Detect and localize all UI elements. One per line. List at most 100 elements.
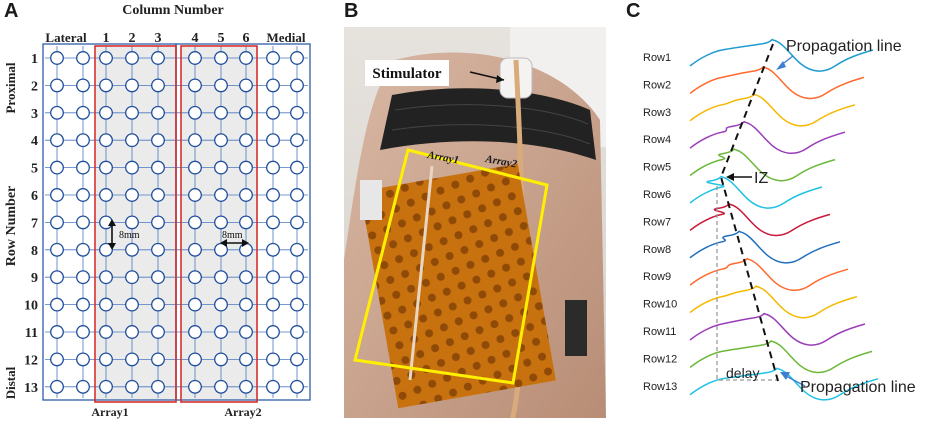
row-number-label-item: 6 [31, 189, 38, 204]
electrode [290, 242, 304, 257]
electrode [99, 242, 113, 257]
emg-trace [689, 257, 849, 291]
electrode [151, 242, 165, 257]
electrode [99, 105, 113, 120]
row-trace-labels: Row1Row2Row3Row4Row5Row6Row7Row8Row9Row1… [643, 52, 677, 393]
trace-row-label: Row1 [643, 52, 671, 64]
electrode [50, 78, 64, 93]
electrode [125, 325, 139, 339]
array2-box [180, 45, 258, 403]
column-number-label: 6 [243, 31, 250, 46]
electrode [239, 297, 253, 312]
emg-traces [689, 38, 879, 401]
electrode [290, 105, 304, 120]
emg-trace [689, 285, 858, 319]
electrode [266, 105, 280, 120]
trace-row-label: Row3 [643, 107, 671, 119]
row-number-label-item: 7 [31, 216, 38, 231]
electrode [76, 215, 90, 230]
electrode [151, 297, 165, 312]
electrode [188, 379, 202, 394]
electrode [266, 133, 280, 148]
electrode [214, 51, 228, 65]
electrode [125, 78, 139, 93]
electrode [76, 379, 90, 394]
electrode [214, 160, 228, 175]
electrode [290, 188, 304, 202]
emg-trace [689, 148, 836, 182]
electrode [50, 51, 64, 65]
electrode [151, 78, 165, 93]
electrode [76, 51, 90, 65]
electrode [151, 215, 165, 230]
electrode [151, 133, 165, 148]
propagation-line [719, 43, 779, 382]
emg-trace [689, 340, 873, 374]
electrode [239, 160, 253, 175]
electrode [290, 51, 304, 65]
electrode [266, 160, 280, 175]
row-number-label-item: 10 [24, 299, 38, 314]
electrode [151, 379, 165, 394]
electrode [239, 51, 253, 65]
electrode [125, 105, 139, 120]
distal-label: Distal [3, 366, 18, 399]
delay-label: delay [726, 365, 759, 381]
electrode [239, 352, 253, 367]
panel-c-letter: C [626, 0, 641, 22]
electrode [99, 78, 113, 93]
trace-row-label: Row11 [643, 326, 676, 338]
electrode [266, 325, 280, 339]
electrode [76, 188, 90, 202]
electrode [214, 78, 228, 93]
trace-row-label: Row13 [643, 381, 677, 393]
emg-trace [689, 93, 856, 127]
emg-trace [689, 312, 866, 346]
electrode [50, 215, 64, 230]
trace-row-label: Row12 [643, 353, 677, 365]
electrode [50, 297, 64, 312]
electrode [99, 160, 113, 175]
electrode [50, 242, 64, 257]
electrode [214, 188, 228, 202]
electrode [50, 105, 64, 120]
electrode [214, 215, 228, 230]
electrode [188, 242, 202, 257]
electrode [214, 379, 228, 394]
electrode [76, 105, 90, 120]
electrode [266, 352, 280, 367]
electrode [99, 133, 113, 148]
emg-trace [689, 175, 823, 209]
row-number-label-item: 5 [31, 162, 38, 177]
electrode [125, 160, 139, 175]
iz-label: IZ [754, 170, 768, 187]
electrode [239, 188, 253, 202]
electrode [290, 325, 304, 339]
electrode [50, 133, 64, 148]
electrode [290, 297, 304, 312]
electrode [76, 133, 90, 148]
electrode [239, 379, 253, 394]
electrode [50, 379, 64, 394]
electrode [76, 78, 90, 93]
electrode [214, 133, 228, 148]
row-number-label-item: 13 [24, 381, 38, 396]
electrode [151, 352, 165, 367]
electrode [290, 133, 304, 148]
electrode [76, 352, 90, 367]
column-number-label: 3 [155, 31, 162, 46]
panel-b-letter: B [344, 0, 359, 22]
electrode [99, 51, 113, 65]
horizontal-spacing-indicator [220, 239, 249, 247]
electrode [125, 51, 139, 65]
emg-trace [689, 66, 865, 100]
electrode [151, 160, 165, 175]
electrode [188, 352, 202, 367]
electrode [125, 352, 139, 367]
row-number-label-item: 8 [31, 244, 38, 259]
electrode [188, 188, 202, 202]
electrode [50, 325, 64, 339]
